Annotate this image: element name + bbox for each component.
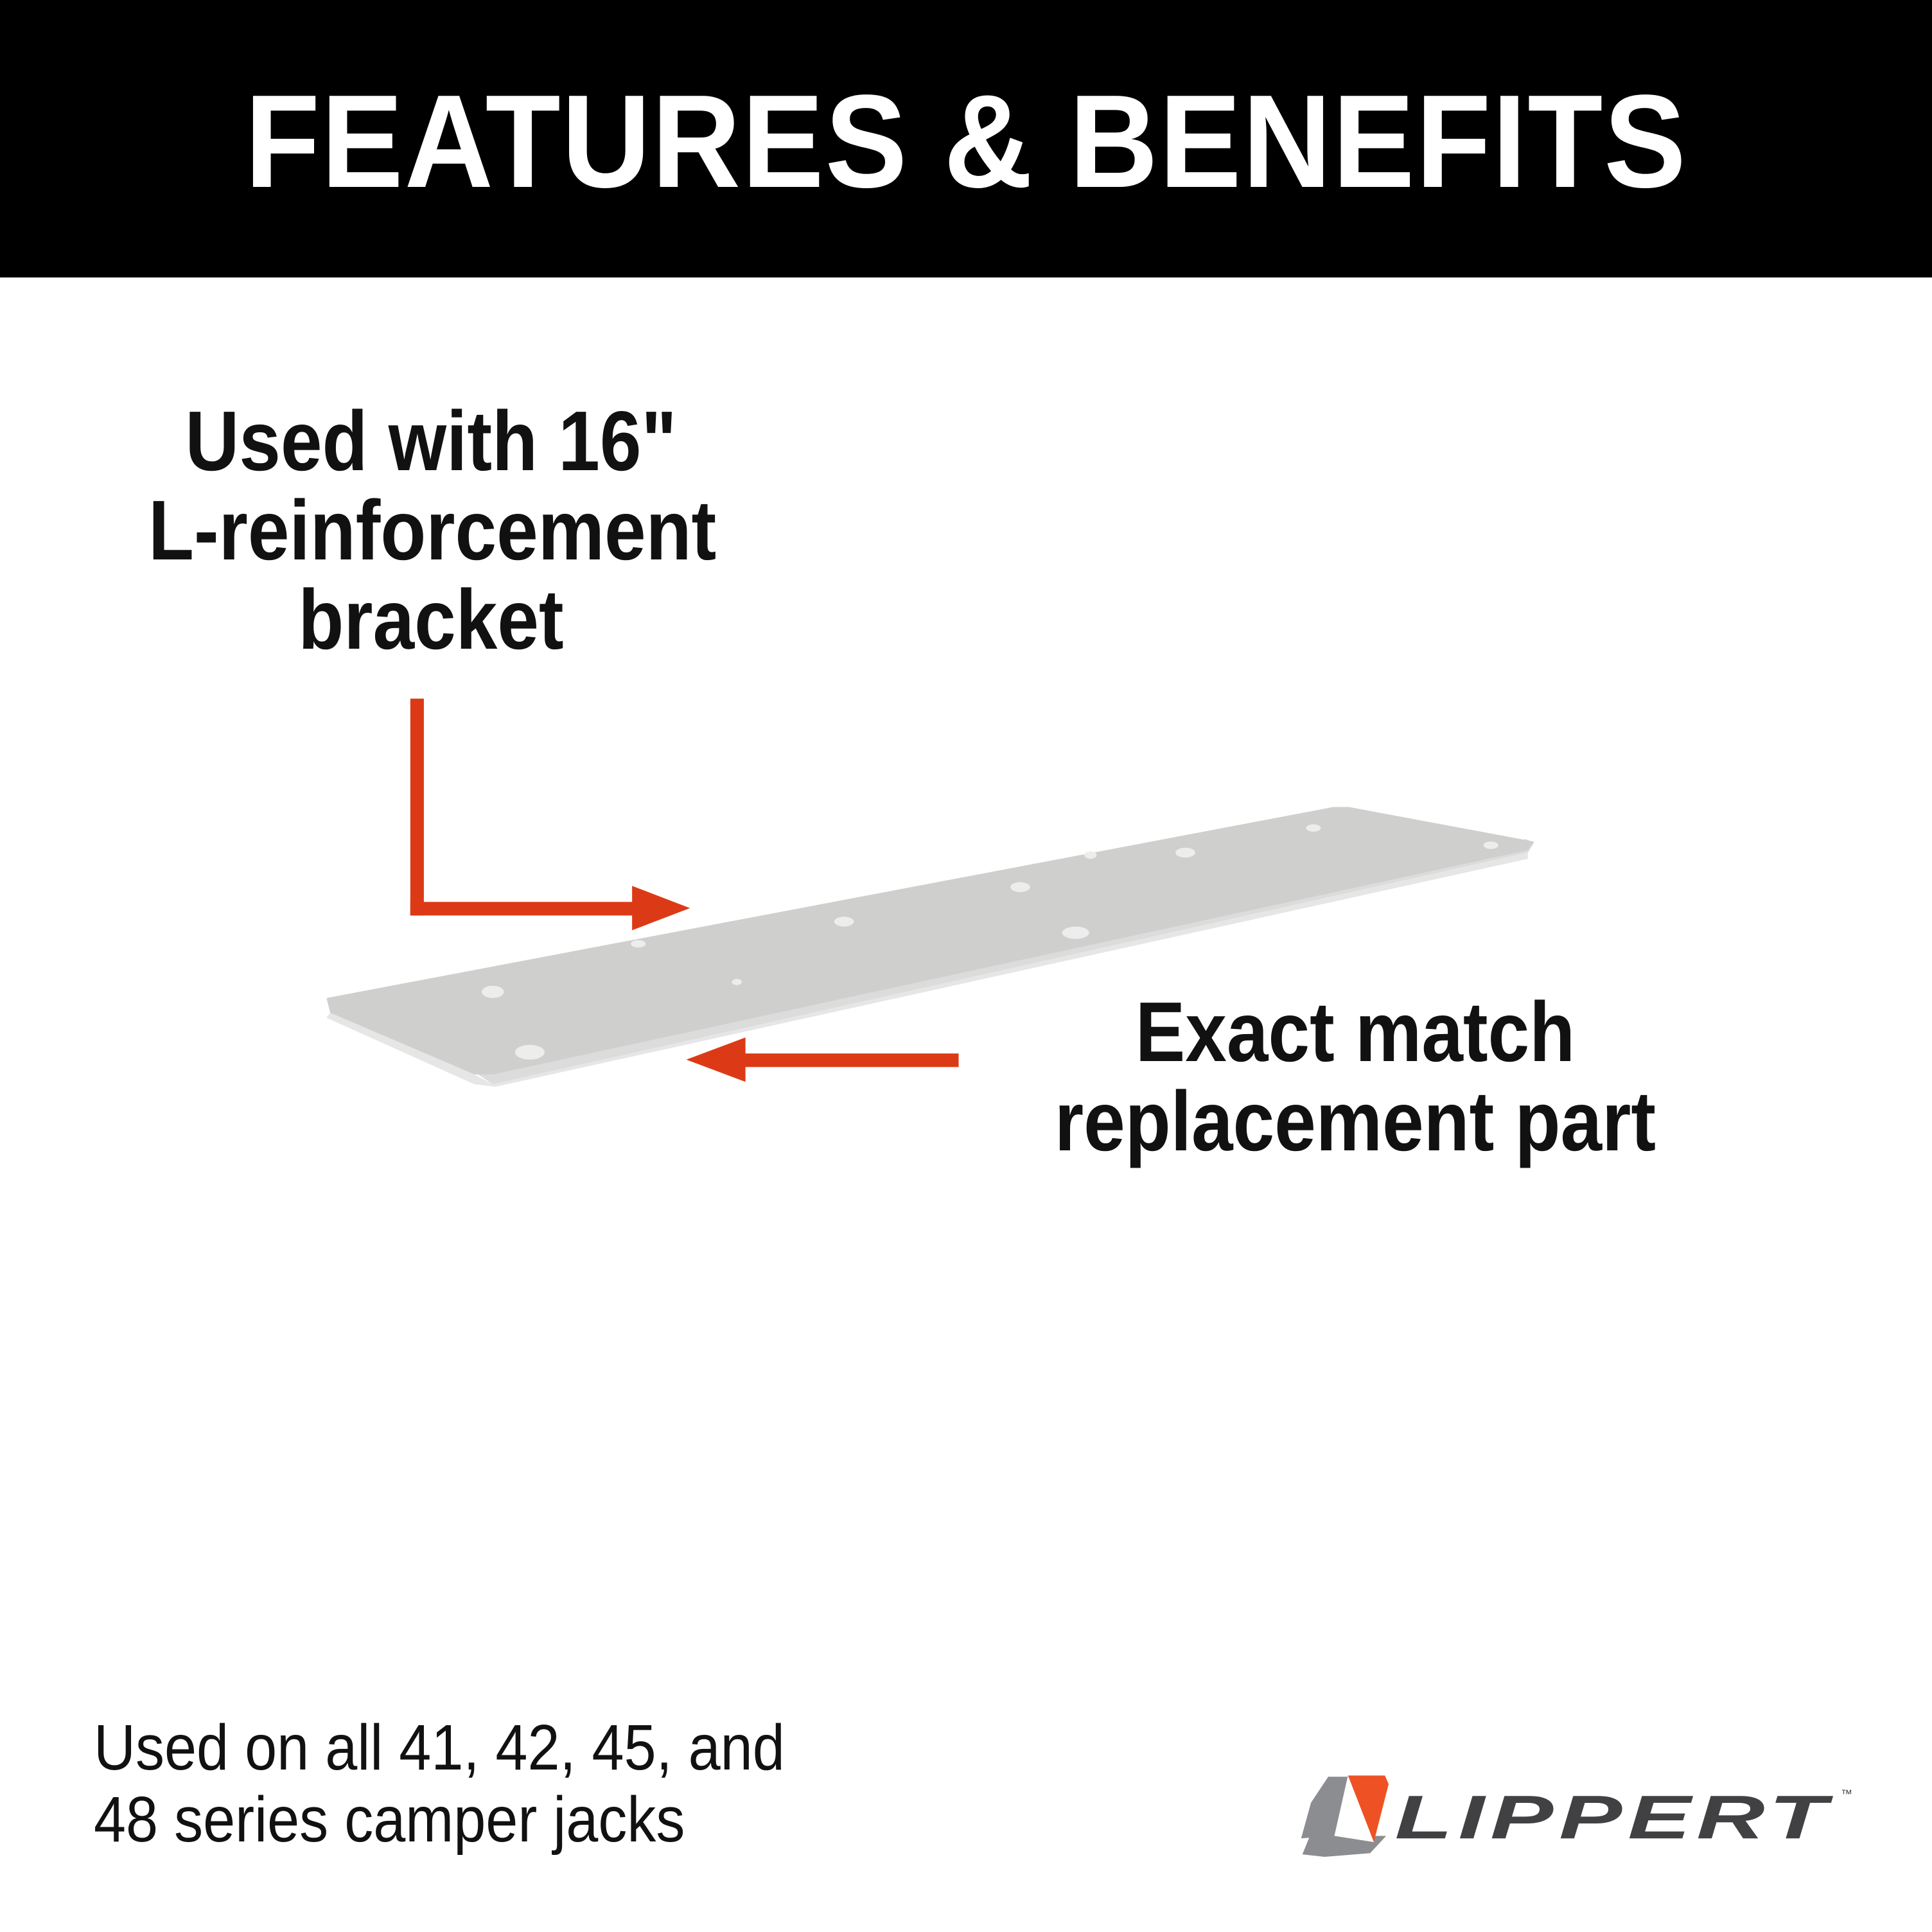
callout-line: bracket — [298, 572, 564, 667]
note-line: Used on all 41, 42, 45, and — [94, 1712, 785, 1784]
arrow-right-icon — [410, 698, 690, 931]
mounting-plate-image — [326, 807, 1534, 1087]
logo-wordmark: LIPPERT — [1395, 1783, 1834, 1852]
callout-line: L-reinforcement — [148, 483, 717, 577]
header-bar: FEATURES & BENEFITS — [0, 0, 1932, 277]
note-line: 48 series camper jacks — [94, 1784, 685, 1856]
page-title: FEATURES & BENEFITS — [245, 67, 1687, 215]
callout-l-reinforcement: Used with 16" L-reinforcement bracket — [148, 394, 717, 667]
lippert-logo-icon: LIPPERT — [1301, 1775, 1834, 1857]
trademark-symbol: ™ — [1841, 1787, 1852, 1800]
callout-line: Exact match — [1135, 985, 1576, 1079]
callout-exact-match: Exact match replacement part — [1044, 987, 1666, 1166]
arrow-left-icon — [686, 1037, 959, 1082]
callout-line: Used with 16" — [185, 394, 677, 488]
compatibility-note: Used on all 41, 42, 45, and 48 series ca… — [94, 1712, 785, 1856]
callout-line: replacement part — [1054, 1074, 1656, 1168]
